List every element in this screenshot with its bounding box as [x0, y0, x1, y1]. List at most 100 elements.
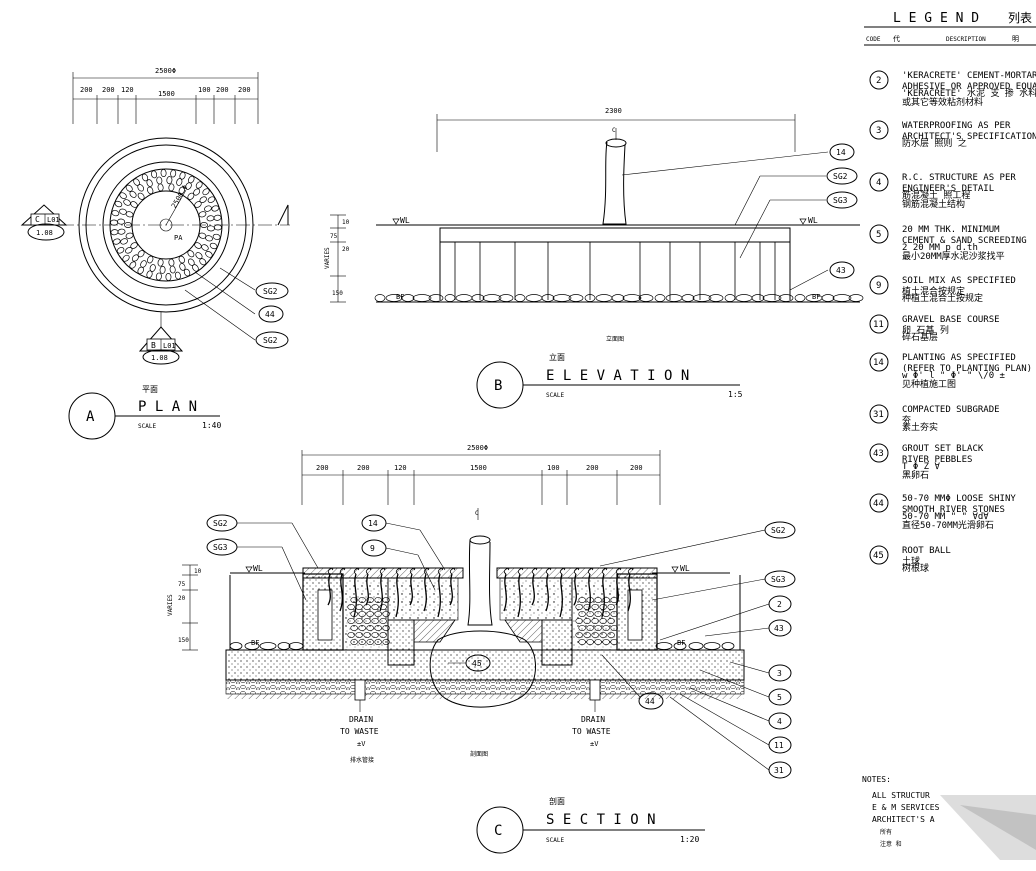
section-scale-label: SCALE [546, 837, 564, 844]
legend-code: 4 [876, 178, 881, 188]
river-stone [213, 214, 222, 221]
river-stone [120, 238, 128, 245]
leader-line [689, 687, 770, 722]
river-stone [168, 183, 175, 192]
plant-top [395, 567, 402, 575]
river-stone [358, 597, 366, 603]
section-dim-total: 2500Φ [467, 444, 488, 452]
pebble [688, 642, 704, 650]
river-stone [114, 200, 123, 208]
plant-root [437, 573, 441, 618]
legend-code-circle [869, 314, 889, 334]
river-stone [156, 176, 163, 185]
river-stone [110, 229, 119, 236]
plant-top [437, 567, 444, 575]
pebble [401, 294, 415, 302]
plant-root [615, 573, 619, 606]
pebble [724, 294, 736, 302]
plant-root [409, 573, 413, 606]
plant-top [615, 567, 622, 575]
elevation-dim-v-75: 75 [330, 233, 338, 240]
elevation-note-cn: 立面图 [606, 335, 624, 343]
river-stone [594, 625, 602, 631]
plan-title: P L A N [138, 399, 197, 415]
plant-top [517, 567, 524, 575]
pebble [568, 294, 584, 302]
plan-section-b-letter: B [151, 341, 156, 350]
river-stone [599, 618, 607, 624]
legend-code-circle [869, 172, 889, 192]
section-view: 2500Φ 200 200 120 1500 100 200 200 C WL … [167, 444, 796, 854]
section-drain-left-2: TO WASTE [340, 727, 379, 736]
callout-label: 3 [777, 669, 782, 678]
river-stone [204, 205, 212, 212]
legend-code-circle [869, 275, 889, 295]
pebble [692, 294, 712, 302]
plant-top [449, 567, 456, 575]
river-stone [169, 265, 176, 274]
elevation-title: E L E V A T I O N [546, 368, 689, 384]
river-stone [610, 639, 618, 645]
river-stone [350, 597, 358, 603]
river-stone [179, 263, 186, 271]
leader-line [599, 529, 766, 567]
plant-top [601, 567, 608, 575]
plan-dim-1: 200 [80, 86, 93, 94]
river-stone [350, 625, 358, 631]
callout-label: 4 [777, 717, 782, 726]
notes-heading: NOTES: [862, 775, 891, 784]
plant-root [545, 573, 549, 612]
callout-label: 5 [777, 693, 782, 702]
plant-root [503, 573, 507, 612]
pebble [681, 294, 695, 302]
legend-desc-line: 卵 石基 列 [902, 324, 949, 336]
river-stone [355, 618, 363, 624]
legend-title-cn: 列表 [1008, 11, 1032, 25]
river-stone [371, 604, 379, 610]
river-stone [213, 224, 222, 231]
pebble [654, 294, 666, 302]
river-stone [117, 218, 126, 225]
section-river-stones [347, 597, 618, 645]
section-scale: 1:20 [680, 835, 699, 844]
callout-label: 43 [774, 624, 784, 633]
pebble [832, 294, 852, 302]
legend-desc-line: 素土夯实 [902, 421, 938, 433]
callout-label: SG2 [771, 526, 786, 535]
legend-code: 2 [876, 76, 881, 86]
plan-view: 2500Φ 200 200 120 1500 100 200 200 2500 … [20, 67, 290, 440]
pebble [821, 294, 835, 302]
legend-desc-line: 'KERACRETE' 水泥 支 掺 水料等之粘剂 [902, 87, 1036, 99]
plant-top [365, 567, 372, 575]
plan-dim-3: 120 [121, 86, 134, 94]
section-wl-right: WL [680, 564, 690, 573]
legend-desc-line: 50-70 MM " " ∀d∀ [902, 512, 989, 522]
section-note-cn: 剖面图 [470, 750, 488, 758]
plan-dim-5: 100 [198, 86, 211, 94]
legend-desc-line: 直径50-70MM光滑卵石 [902, 519, 994, 531]
river-stone [575, 632, 583, 638]
legend-desc-line: 'KERACRETE' CEMENT-MORTAR [902, 71, 1036, 81]
pebble [552, 294, 572, 302]
river-stone [194, 242, 202, 249]
elevation-cl: C [612, 127, 616, 134]
legend-desc-line: 夯 [902, 414, 911, 426]
plan-title-cn: 平面 [142, 385, 158, 394]
river-stone [125, 232, 134, 239]
legend-code: 44 [873, 499, 884, 509]
notes-line-1: ALL STRUCTUR [872, 791, 930, 800]
river-stone [193, 188, 201, 196]
river-stone [195, 181, 203, 189]
plan-section-c-page: 1.08 [36, 229, 53, 237]
river-stone [112, 238, 121, 245]
river-stone [591, 604, 599, 610]
pebble [244, 642, 260, 650]
river-stone [382, 611, 390, 617]
river-stone [199, 258, 207, 266]
river-stone [379, 618, 387, 624]
pebble [514, 294, 526, 302]
